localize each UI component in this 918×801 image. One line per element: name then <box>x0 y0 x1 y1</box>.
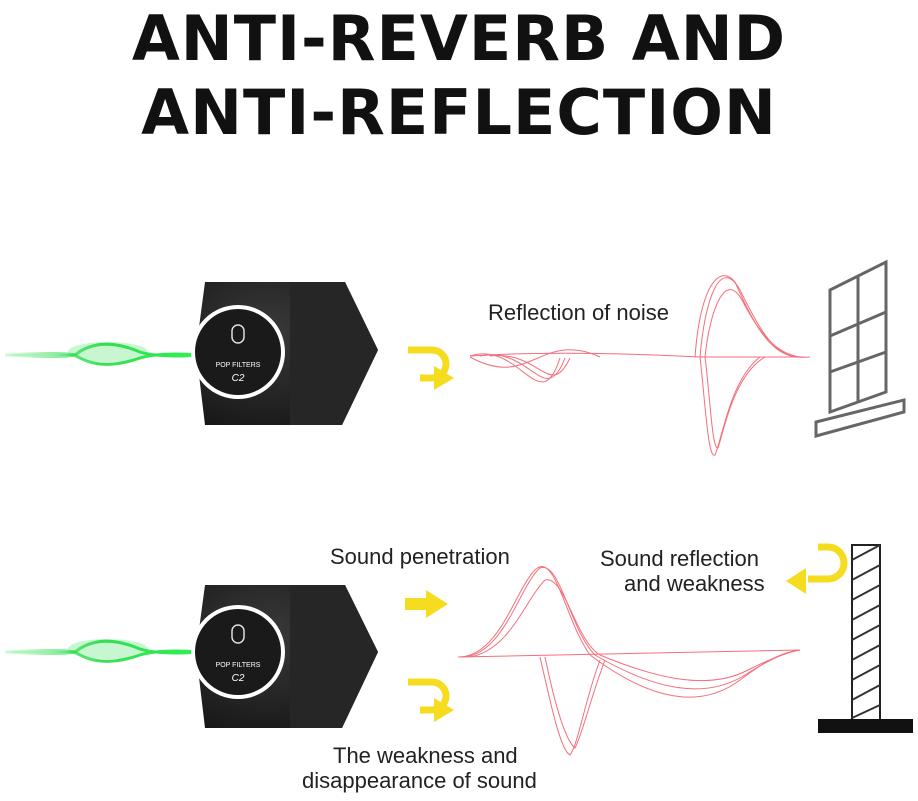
sound-reflection-label-line1: Sound reflection <box>600 546 759 571</box>
red-penetration-wave-bottom <box>457 566 801 756</box>
wall-icon <box>818 544 913 733</box>
weakness-label-line1: The weakness and <box>333 743 518 768</box>
device-model-text: C2 <box>232 673 245 684</box>
return-arrow-icon <box>786 543 848 594</box>
headline-line-2: ANTI-REFLECTION <box>141 76 777 149</box>
forward-arrow-icon <box>405 590 448 618</box>
window-icon <box>814 259 906 438</box>
reflection-of-noise-label: Reflection of noise <box>488 300 669 325</box>
foam-isolation-shield-bottom: POP FILTERS C2 <box>191 585 378 728</box>
weakness-label-line2: disappearance of sound <box>302 768 537 793</box>
sound-penetration-label: Sound penetration <box>330 544 510 569</box>
foam-isolation-shield-top: POP FILTERS C2 <box>191 282 378 425</box>
device-brand-text: POP FILTERS <box>216 662 261 669</box>
green-sound-wave-bottom <box>4 639 222 663</box>
sound-reflection-label-line2: and weakness <box>624 571 765 596</box>
green-sound-wave-top <box>4 342 222 366</box>
return-arrow-icon <box>408 678 454 722</box>
red-reflection-wave-top <box>469 275 811 456</box>
device-model-text: C2 <box>232 373 245 384</box>
headline-line-1: ANTI-REVERB AND <box>131 2 787 75</box>
device-brand-text: POP FILTERS <box>216 362 261 369</box>
return-arrow-icon <box>408 346 454 390</box>
